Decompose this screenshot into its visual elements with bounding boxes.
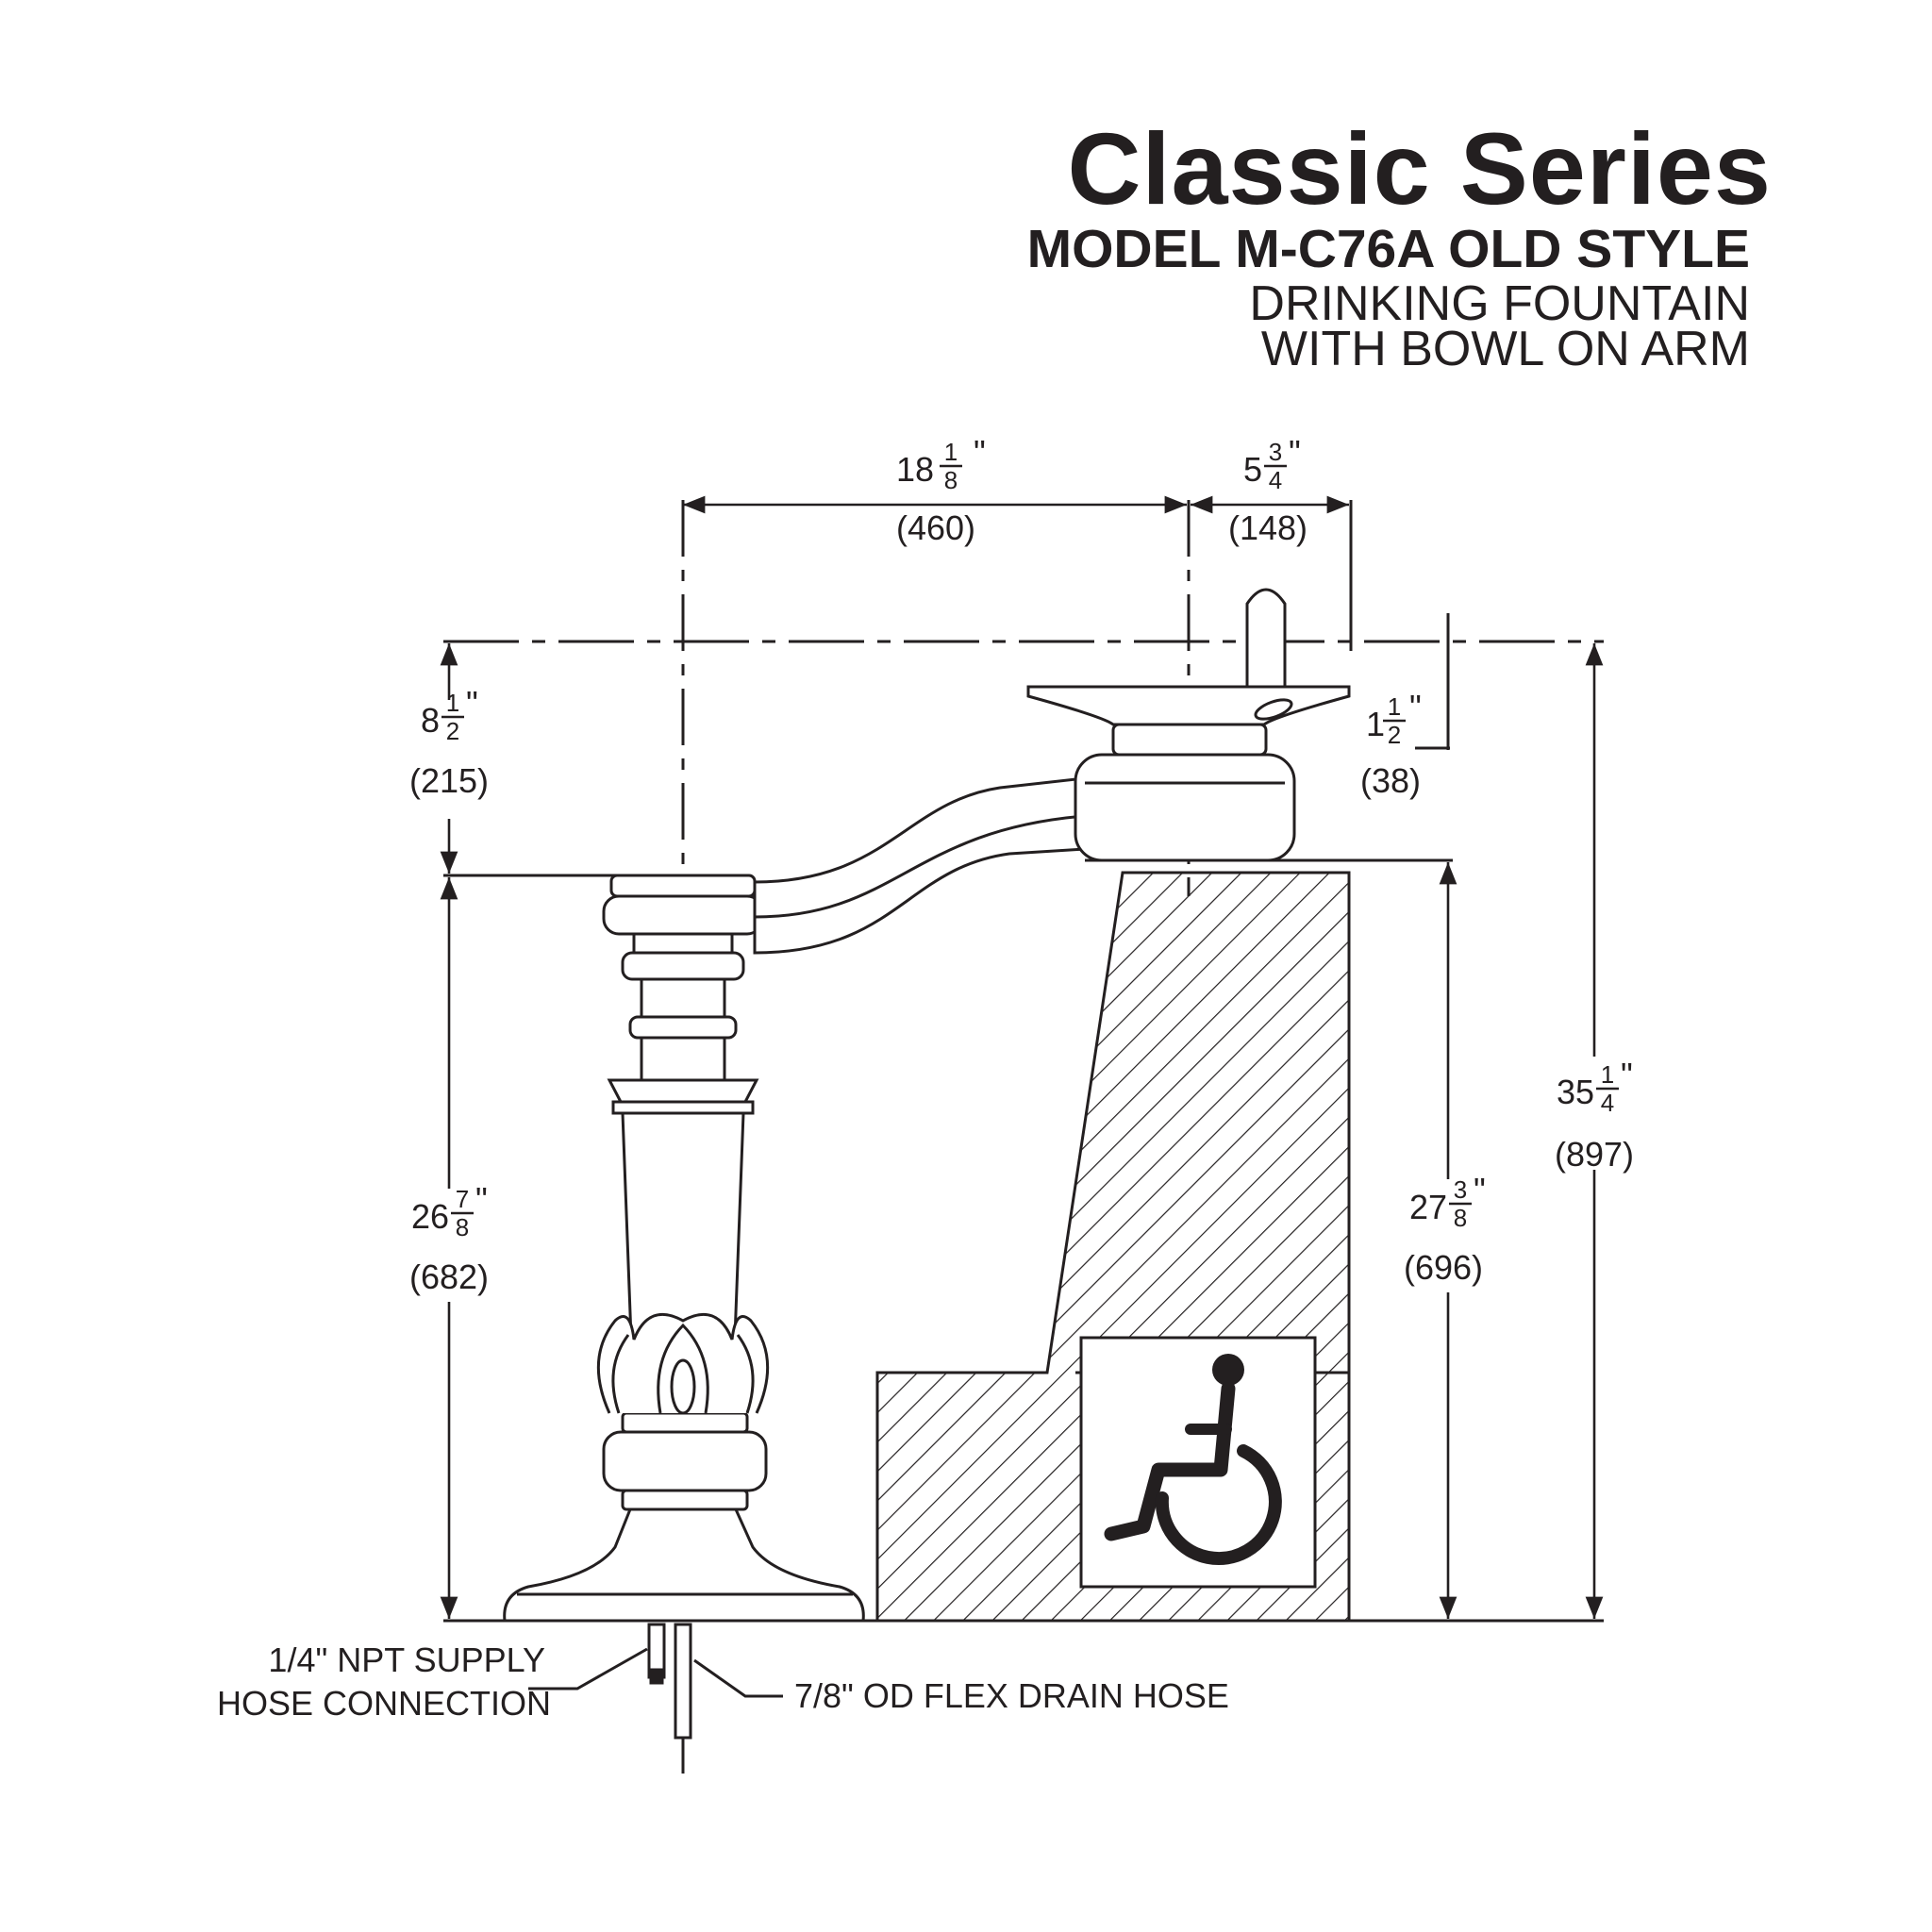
svg-text:(696): (696) bbox=[1404, 1248, 1483, 1287]
svg-text:8: 8 bbox=[421, 701, 440, 740]
svg-text:18: 18 bbox=[896, 450, 934, 489]
model-number: MODEL M-C76A OLD STYLE bbox=[1026, 219, 1750, 279]
svg-text:(38): (38) bbox=[1360, 761, 1421, 800]
svg-text:2: 2 bbox=[446, 717, 459, 745]
svg-text:26: 26 bbox=[411, 1197, 449, 1236]
svg-text:1: 1 bbox=[446, 689, 459, 717]
svg-text:8: 8 bbox=[456, 1213, 469, 1241]
dim-overall-height: 35 1 4 " (897) bbox=[1555, 1056, 1634, 1174]
supply-note-line2: HOSE CONNECTION bbox=[217, 1684, 551, 1723]
svg-text:": " bbox=[974, 433, 986, 472]
svg-text:(460): (460) bbox=[896, 508, 975, 547]
drain-hose bbox=[674, 1623, 692, 1740]
svg-text:": " bbox=[1409, 688, 1422, 726]
svg-text:2: 2 bbox=[1388, 721, 1401, 749]
svg-text:1: 1 bbox=[1388, 692, 1401, 721]
page-title: Classic Series bbox=[1067, 111, 1772, 225]
fountain-outline bbox=[503, 588, 1351, 1623]
svg-text:5: 5 bbox=[1243, 450, 1262, 489]
svg-text:27: 27 bbox=[1409, 1188, 1447, 1226]
model-description-line1: DRINKING FOUNTAIN bbox=[1249, 276, 1750, 331]
svg-text:": " bbox=[1289, 433, 1301, 472]
svg-text:": " bbox=[1474, 1171, 1486, 1209]
svg-text:8: 8 bbox=[944, 466, 958, 494]
svg-text:": " bbox=[466, 684, 478, 723]
svg-text:4: 4 bbox=[1269, 466, 1282, 494]
svg-text:(897): (897) bbox=[1555, 1135, 1634, 1174]
svg-text:(215): (215) bbox=[409, 761, 489, 800]
svg-text:3: 3 bbox=[1454, 1175, 1467, 1204]
svg-text:4: 4 bbox=[1601, 1089, 1614, 1117]
svg-text:1: 1 bbox=[1366, 705, 1385, 743]
svg-text:(682): (682) bbox=[409, 1257, 489, 1296]
supply-note-line1: 1/4" NPT SUPPLY bbox=[268, 1641, 545, 1679]
svg-text:7: 7 bbox=[456, 1185, 469, 1213]
svg-text:1: 1 bbox=[944, 438, 958, 466]
svg-text:8: 8 bbox=[1454, 1204, 1467, 1232]
dim-bubbler-height: 1 1 2 " (38) bbox=[1360, 688, 1422, 800]
svg-text:1: 1 bbox=[1601, 1060, 1614, 1089]
wheelchair-accessibility-icon bbox=[1079, 1336, 1317, 1589]
svg-text:35: 35 bbox=[1557, 1073, 1594, 1111]
dim-knee-clearance: 27 3 8 " (696) bbox=[1404, 1171, 1486, 1287]
svg-text:(148): (148) bbox=[1228, 508, 1307, 547]
svg-text:3: 3 bbox=[1269, 438, 1282, 466]
model-description-line2: WITH BOWL ON ARM bbox=[1260, 322, 1750, 376]
drain-note: 7/8" OD FLEX DRAIN HOSE bbox=[794, 1676, 1229, 1715]
dim-pedestal-height: 26 7 8 " (682) bbox=[409, 1180, 489, 1296]
svg-text:": " bbox=[1621, 1056, 1633, 1094]
dim-bowl-offset: 5 3 4 " (148) bbox=[1228, 433, 1307, 547]
svg-text:": " bbox=[475, 1180, 488, 1219]
dim-bowl-height: 8 1 2 " (215) bbox=[409, 684, 489, 800]
dim-arm-width: 18 1 8 " (460) bbox=[896, 433, 986, 547]
